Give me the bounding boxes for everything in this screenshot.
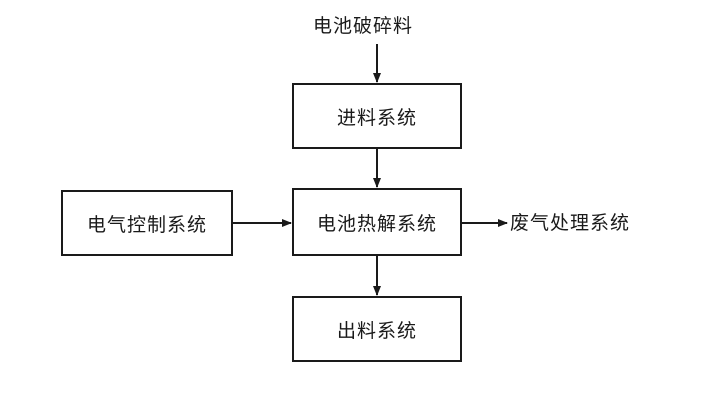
discharge-system-box: 出料系统 (292, 296, 462, 362)
electrical-control-system-label: 电气控制系统 (86, 213, 207, 236)
discharge-system-label: 出料系统 (336, 319, 417, 342)
waste-gas-treatment-system-label: 废气处理系统 (510, 212, 631, 234)
battery-pyrolysis-system-label: 电池热解系统 (316, 212, 437, 235)
feed-system-box: 进料系统 (292, 83, 462, 149)
battery-pyrolysis-system-box: 电池热解系统 (292, 188, 462, 256)
electrical-control-system-box: 电气控制系统 (61, 190, 233, 256)
feed-system-label: 进料系统 (336, 106, 417, 129)
battery-crushed-material-label: 电池破碎料 (313, 15, 414, 37)
